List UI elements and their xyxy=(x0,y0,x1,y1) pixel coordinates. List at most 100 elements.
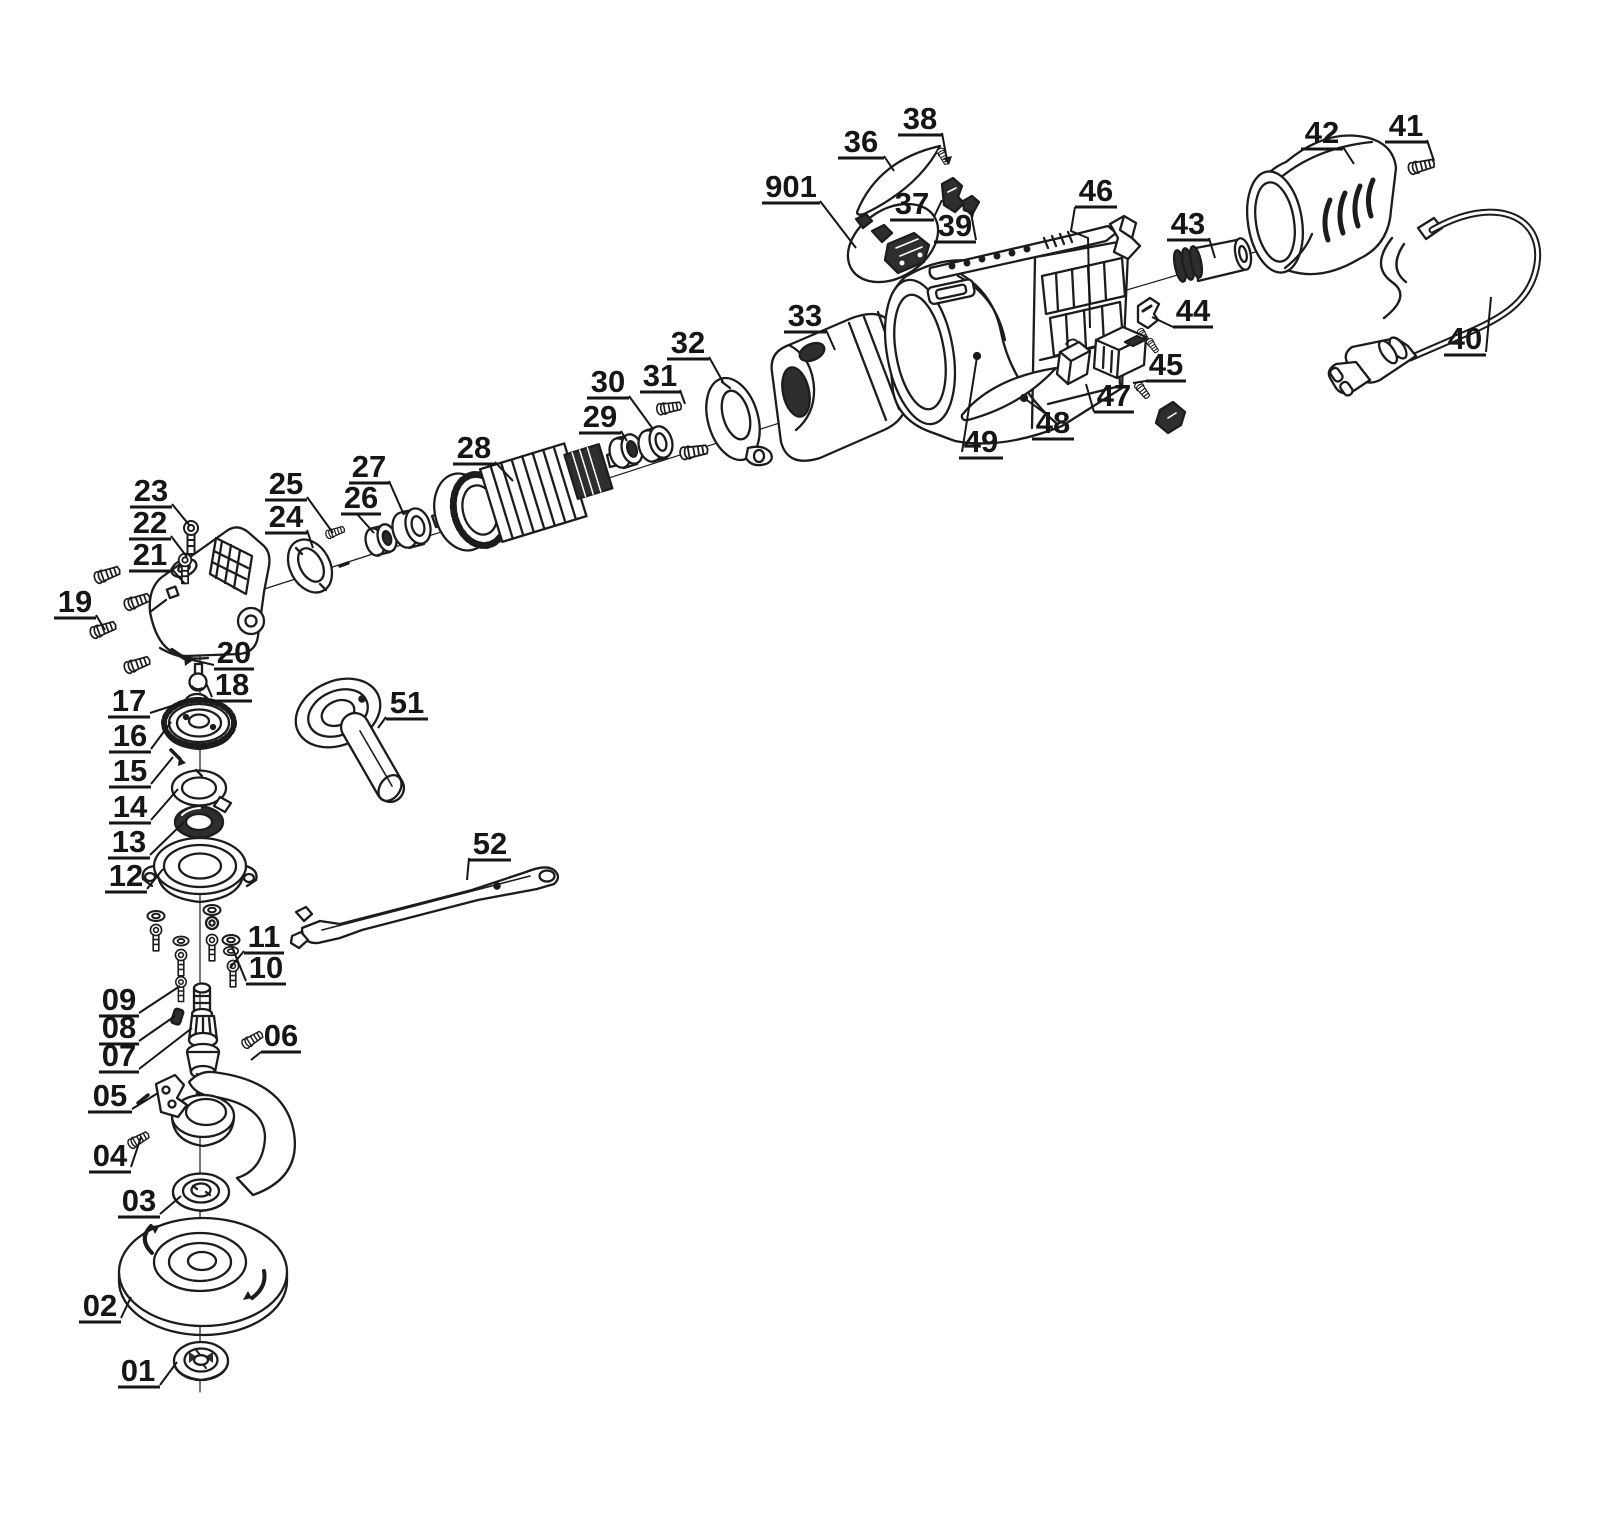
part-label-14: 14 xyxy=(113,789,148,824)
leader-line-14 xyxy=(150,788,179,821)
part-label-18: 18 xyxy=(215,667,249,702)
part-02-backing-disc xyxy=(117,1216,289,1337)
part-01-clamp-nut xyxy=(172,1340,230,1382)
part-label-28: 28 xyxy=(457,430,491,465)
part-08-key xyxy=(170,1007,185,1026)
leader-line-04 xyxy=(130,1136,142,1168)
part-24-gasket xyxy=(286,538,334,594)
part-label-51: 51 xyxy=(390,685,424,720)
part-label-36: 36 xyxy=(844,124,878,159)
part-label-37: 37 xyxy=(895,186,929,221)
part-label-12: 12 xyxy=(109,858,143,893)
leader-line-24 xyxy=(306,529,314,549)
leader-line-30 xyxy=(628,395,654,430)
part-label-01: 01 xyxy=(121,1353,155,1388)
leader-line-33 xyxy=(825,329,836,351)
part-label-33: 33 xyxy=(788,298,822,333)
part-label-47: 47 xyxy=(1097,378,1131,413)
leader-line-08 xyxy=(138,1015,176,1042)
part-20-pin xyxy=(170,648,192,666)
part-label-23: 23 xyxy=(134,473,168,508)
part-label-30: 30 xyxy=(591,364,625,399)
part-label-38: 38 xyxy=(903,101,937,136)
part-25-screw xyxy=(324,524,350,568)
part-48-leaf xyxy=(960,366,1058,422)
part-label-29: 29 xyxy=(583,399,617,434)
part-label-05: 05 xyxy=(93,1078,127,1113)
leader-line-20 xyxy=(187,658,215,666)
leader-line-02 xyxy=(120,1296,132,1319)
part-30-washer xyxy=(637,425,674,463)
leader-line-45 xyxy=(1132,380,1147,384)
part-06-screw xyxy=(239,1028,266,1051)
leader-line-06 xyxy=(250,1051,262,1061)
part-37-switch-knob xyxy=(940,176,966,214)
leader-line-28 xyxy=(494,461,514,482)
leader-line-21 xyxy=(170,567,186,585)
leader-line-48 xyxy=(1023,397,1047,415)
leader-line-42 xyxy=(1342,146,1355,165)
part-label-41: 41 xyxy=(1389,108,1423,143)
part-45-carbon-brush xyxy=(1055,338,1092,386)
leader-line-36 xyxy=(883,155,895,172)
part-label-42: 42 xyxy=(1305,115,1339,150)
part-44-terminal xyxy=(1135,296,1161,355)
leader-line-10 xyxy=(231,946,247,982)
part-52-wrench xyxy=(289,866,560,950)
part-label-13: 13 xyxy=(112,824,146,859)
leader-line-18 xyxy=(205,682,213,698)
leader-line-52 xyxy=(466,857,470,881)
part-47-brush-holder xyxy=(1092,325,1148,380)
part-31-screw xyxy=(654,399,684,417)
leader-line-16 xyxy=(150,721,172,750)
part-27-bearing xyxy=(391,507,432,550)
leader-line-17 xyxy=(149,700,188,714)
leader-line-25 xyxy=(306,496,334,534)
part-51-side-handle xyxy=(294,677,405,804)
part-42-rear-cap xyxy=(1246,134,1398,276)
part-15-key xyxy=(169,748,186,766)
leader-line-26 xyxy=(356,513,375,534)
leader-line-40 xyxy=(1485,296,1492,353)
part-41-screw xyxy=(1406,156,1437,177)
part-label-901: 901 xyxy=(765,169,817,204)
leader-line-47 xyxy=(1085,383,1095,413)
leader-line-901 xyxy=(819,200,857,249)
part-05-wheel-guard xyxy=(136,1070,296,1197)
part-33-stator xyxy=(770,310,908,462)
part-49-motor-housing xyxy=(883,240,1130,445)
leader-line-13 xyxy=(149,821,185,856)
part-label-03: 03 xyxy=(122,1183,156,1218)
part-label-49: 49 xyxy=(964,424,998,459)
part-14-retaining-ring xyxy=(170,768,233,814)
part-10-fasteners xyxy=(202,903,222,962)
leader-line-49 xyxy=(961,356,978,453)
leader-line-23 xyxy=(171,503,191,527)
leader-line-27 xyxy=(388,480,405,516)
part-label-44: 44 xyxy=(1176,293,1211,328)
part-label-02: 02 xyxy=(83,1288,117,1323)
part-26-washer xyxy=(364,523,398,557)
leader-line-41 xyxy=(1426,139,1435,162)
part-18-ball xyxy=(188,662,208,692)
part-label-27: 27 xyxy=(352,449,386,484)
leader-line-11 xyxy=(229,950,245,969)
part-21-gear-housing xyxy=(148,526,271,660)
part-label-39: 39 xyxy=(938,208,972,243)
leader-line-09 xyxy=(138,985,181,1014)
part-40-power-cord xyxy=(1327,208,1542,397)
part-label-21: 21 xyxy=(133,537,167,572)
leader-line-38 xyxy=(941,132,948,161)
part-46-lever xyxy=(928,214,1142,281)
part-label-20: 20 xyxy=(217,635,251,670)
part-label-24: 24 xyxy=(269,499,304,534)
leader-line-31 xyxy=(679,389,686,405)
part-32-bearing-flange xyxy=(705,376,773,467)
part-43-collar xyxy=(1172,237,1253,283)
part-label-11: 11 xyxy=(248,919,281,954)
leader-line-12 xyxy=(146,868,164,890)
leader-line-07 xyxy=(138,1027,193,1070)
leader-line-15 xyxy=(150,756,174,785)
part-36-leaf xyxy=(855,144,942,216)
